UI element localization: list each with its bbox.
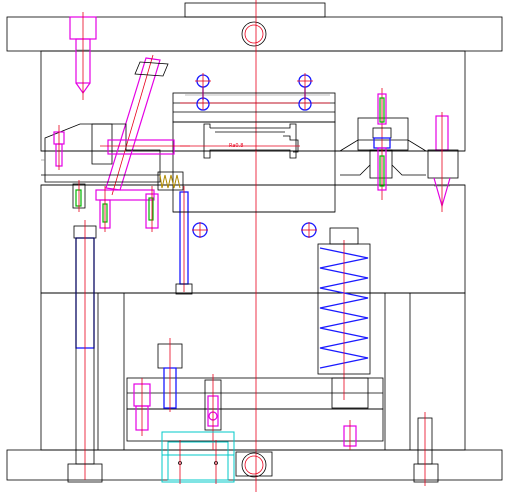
- support-screw: [175, 186, 193, 295]
- molded-part: Ra0.8: [180, 123, 300, 159]
- locator-pin-right: [372, 88, 392, 200]
- angle-pin: [105, 54, 169, 196]
- guide-bolt-right: [297, 73, 313, 111]
- cap-screw-top-left: [69, 12, 97, 100]
- surface-finish-note: Ra0.8: [229, 143, 243, 149]
- guide-pin-right-lower: [301, 222, 317, 238]
- ejector-housing: [40, 292, 466, 451]
- locking-screw-slide: [53, 125, 65, 170]
- support-pillar-right: [413, 412, 439, 486]
- ejector-pin-center: [204, 374, 222, 450]
- parting-line-details: [41, 150, 340, 213]
- small-screw-bottom-right: [343, 420, 357, 450]
- return-pin-long: [67, 220, 103, 483]
- return-spring: [317, 227, 371, 409]
- small-screw-left: [72, 180, 86, 212]
- slide-spring: [159, 174, 181, 189]
- ejector-bolt-left: [133, 378, 151, 436]
- guide-bolt-left: [195, 73, 211, 111]
- ejector-bolt-center: [157, 338, 183, 412]
- top-clamp-plate: [6, 2, 503, 52]
- bottom-clamp-plate: [6, 449, 503, 481]
- right-slide-block: [339, 117, 427, 179]
- cavity-insert: [172, 92, 336, 213]
- ejector-guide-block: [161, 431, 273, 484]
- guide-pin-left-lower: [192, 222, 208, 238]
- retaining-screw-slide: [95, 186, 159, 232]
- slide-block: [44, 123, 190, 191]
- cap-screw-right: [427, 112, 459, 212]
